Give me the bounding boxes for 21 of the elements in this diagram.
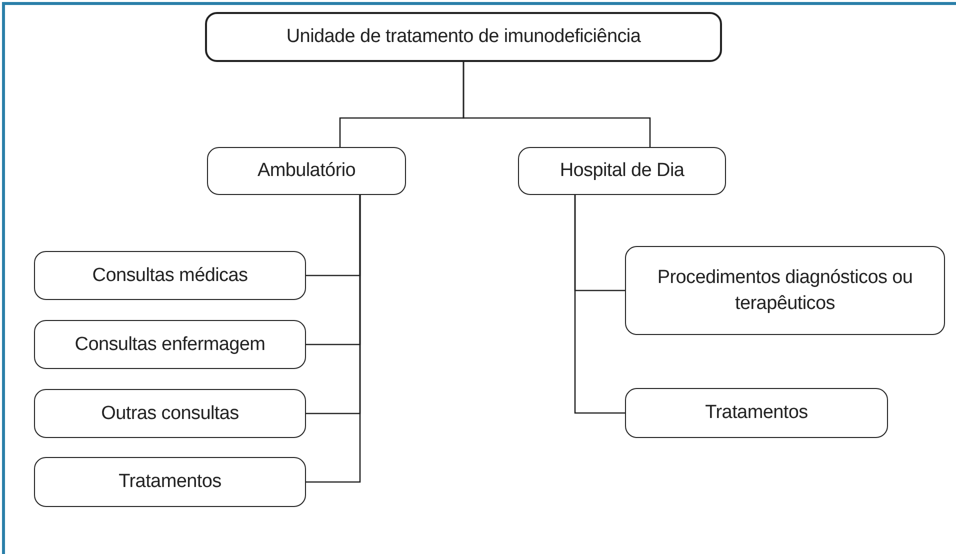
org-box bbox=[518, 147, 726, 195]
org-box bbox=[34, 320, 306, 369]
org-box bbox=[34, 251, 306, 300]
org-box bbox=[625, 388, 888, 438]
connector-line bbox=[462, 62, 651, 147]
box-label: Ambulatório bbox=[257, 159, 356, 184]
box-label: Procedimentos diagnósticos ou terapêuticos bbox=[656, 266, 914, 316]
box-label: Unidade de tratamento de imunodeficiência bbox=[286, 25, 641, 50]
box-label: Outras consultas bbox=[101, 402, 239, 426]
connector-line bbox=[574, 195, 625, 414]
org-box bbox=[34, 457, 306, 507]
box-label: Hospital de Dia bbox=[560, 159, 684, 184]
box-label: Consultas médicas bbox=[92, 264, 248, 288]
org-box bbox=[207, 147, 406, 195]
org-box bbox=[205, 12, 722, 62]
box-label: Tratamentos bbox=[705, 401, 808, 426]
org-box bbox=[34, 389, 306, 438]
connector-line bbox=[306, 195, 361, 483]
box-label: Tratamentos bbox=[118, 470, 222, 494]
org-box bbox=[625, 246, 945, 335]
box-label: Consultas enfermagem bbox=[74, 332, 266, 357]
